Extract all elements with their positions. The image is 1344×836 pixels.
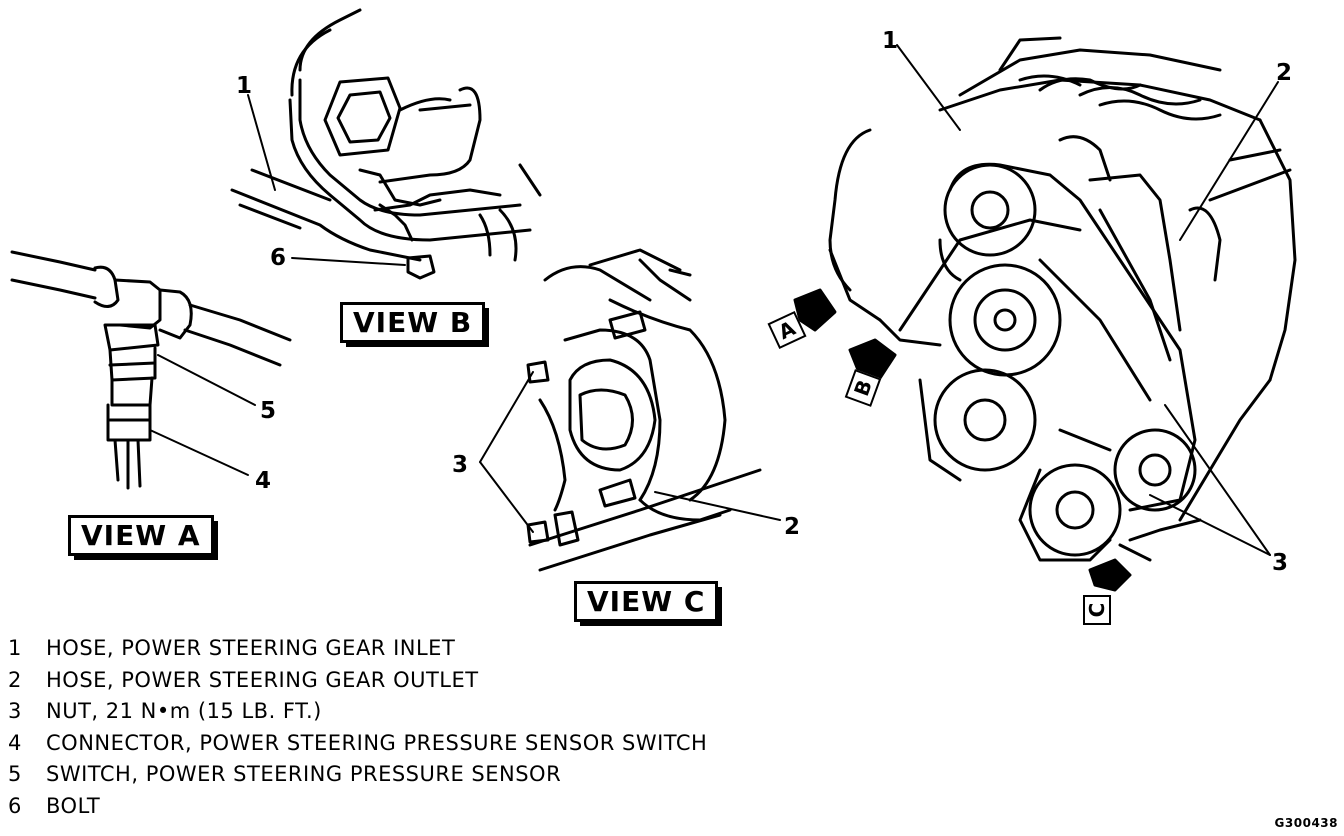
legend-text: SWITCH, POWER STEERING PRESSURE SENSOR: [46, 762, 562, 786]
callout-m-1: 1: [882, 28, 899, 54]
callout-m-2: 2: [1276, 60, 1293, 86]
view-b-drawing: [230, 8, 542, 280]
legend-text: HOSE, POWER STEERING GEAR OUTLET: [46, 667, 479, 692]
legend-num: 5: [8, 762, 22, 786]
view-a-label: VIEW A: [68, 515, 218, 560]
legend-text: CONNECTOR, POWER STEERING PRESSURE SENSO…: [46, 730, 708, 755]
callout-c-2: 2: [784, 514, 801, 540]
parts-legend: 1 HOSE, POWER STEERING GEAR INLET 2 HOSE, …: [8, 636, 707, 825]
view-c-drawing: [479, 248, 781, 572]
legend-num: 4: [8, 730, 22, 755]
legend-num: 3: [8, 699, 22, 723]
legend-text: HOSE, POWER STEERING GEAR INLET: [46, 636, 456, 660]
engine-main-drawing: [828, 36, 1297, 562]
legend-num: 1: [8, 636, 22, 660]
figure-code: G300438: [1274, 816, 1338, 830]
legend-num: 6: [8, 793, 22, 818]
callout-a-4: 4: [255, 468, 272, 494]
view-arrows: [793, 288, 1132, 592]
callout-b-1: 1: [236, 73, 253, 99]
legend-item: 6 BOLT: [8, 794, 707, 826]
callout-m-3: 3: [1272, 550, 1289, 576]
legend-item: 1 HOSE, POWER STEERING GEAR INLET: [8, 636, 707, 668]
callout-b-6: 6: [270, 245, 287, 271]
callout-a-5: 5: [260, 398, 277, 424]
legend-item: 5 SWITCH, POWER STEERING PRESSURE SENSOR: [8, 762, 707, 794]
view-a-drawing: [10, 250, 292, 490]
legend-item: 2 HOSE, POWER STEERING GEAR OUTLET: [8, 668, 707, 700]
legend-item: 3 NUT, 21 N•m (15 LB. FT.): [8, 699, 707, 731]
view-b-label: VIEW B: [340, 302, 490, 347]
arrow-tag-c: C: [1083, 595, 1111, 625]
legend-text: NUT, 21 N•m (15 LB. FT.): [46, 699, 322, 723]
legend-item: 4 CONNECTOR, POWER STEERING PRESSURE SENS…: [8, 731, 707, 763]
legend-num: 2: [8, 667, 22, 692]
callout-c-3: 3: [452, 452, 469, 478]
view-c-label: VIEW C: [574, 581, 723, 626]
legend-text: BOLT: [46, 793, 101, 818]
